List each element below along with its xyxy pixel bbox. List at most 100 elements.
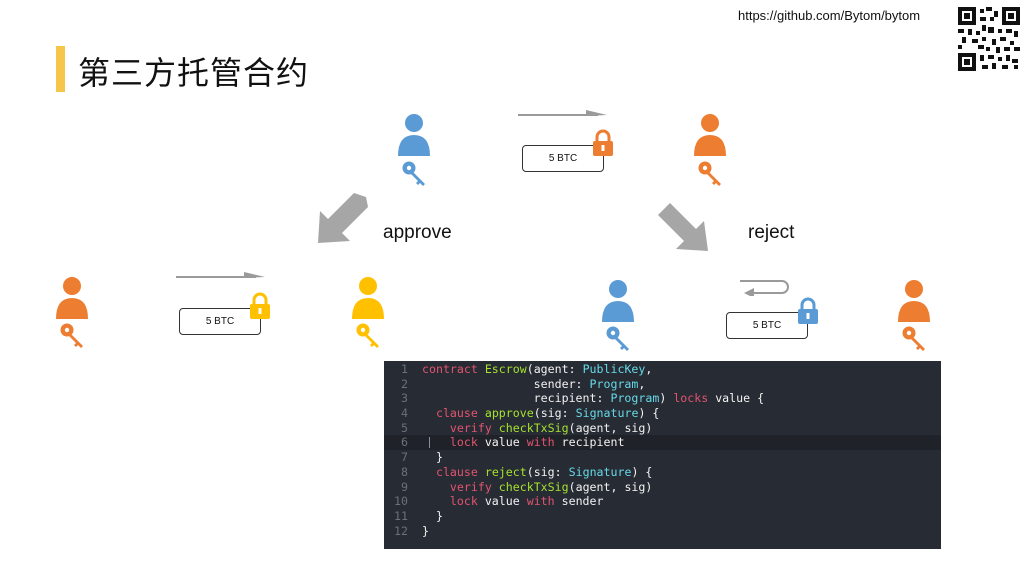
code-token: ,	[638, 376, 646, 391]
line-number: 5	[401, 420, 408, 435]
line-number: 2	[401, 376, 408, 391]
approve-btc-box: 5 BTC	[179, 308, 261, 335]
approve-label: approve	[383, 222, 452, 243]
code-token: clause	[435, 464, 485, 479]
code-token: lock	[449, 435, 478, 450]
code-token: ) {	[631, 464, 653, 479]
approve-transfer-arrow	[176, 272, 265, 278]
code-line: 10 lock value with sender	[384, 494, 941, 509]
code-token: value	[477, 494, 527, 509]
code-token: Program	[610, 391, 660, 406]
code-token: checkTxSig	[498, 479, 569, 494]
code-token: (agent:	[526, 362, 583, 376]
code-line: 5 verify checkTxSig(agent, sig)	[384, 421, 941, 436]
top-btc-box: 5 BTC	[522, 145, 604, 172]
approve-lock-icon	[250, 292, 270, 319]
line-number: 10	[394, 494, 408, 509]
line-number: 9	[401, 479, 408, 494]
code-token: Signature	[575, 406, 639, 421]
reject-btc-box: 5 BTC	[726, 312, 808, 339]
reject-agent-key-icon	[902, 326, 925, 351]
reject-lock-icon	[798, 297, 818, 324]
approve-agent-person-icon	[56, 277, 88, 319]
code-token	[422, 480, 450, 494]
code-token: recipient:	[422, 391, 611, 406]
code-token: locks	[673, 391, 709, 406]
code-token	[422, 465, 436, 479]
title-accent-bar	[56, 46, 65, 92]
code-token: value {	[708, 391, 765, 406]
top-lock-icon	[593, 129, 613, 156]
code-line: 8 clause reject(sig: Signature) {	[384, 465, 941, 480]
code-token	[422, 421, 450, 435]
line-number: 1	[401, 362, 408, 376]
code-token: reject	[484, 464, 527, 479]
sender-person-icon	[398, 114, 430, 156]
code-token: checkTxSig	[498, 420, 569, 435]
reject-agent-person-icon	[898, 280, 930, 322]
code-line: 3 recipient: Program) locks value {	[384, 391, 941, 406]
code-token: (agent, sig)	[568, 420, 653, 435]
code-line: 11 }	[384, 509, 941, 524]
line-number: 7	[401, 450, 408, 465]
code-token: (agent, sig)	[568, 479, 653, 494]
repo-url[interactable]: https://github.com/Bytom/bytom	[738, 8, 921, 23]
approve-agent-key-icon	[60, 323, 83, 348]
code-token: )	[659, 391, 674, 406]
code-token: sender:	[422, 376, 590, 391]
recipient-key-icon	[356, 323, 379, 348]
code-token: sender	[554, 494, 604, 509]
line-number: 11	[394, 508, 408, 523]
code-token: lock	[449, 494, 478, 509]
text-cursor	[429, 437, 430, 449]
code-line: 4 clause approve(sig: Signature) {	[384, 406, 941, 421]
code-token	[422, 406, 436, 420]
top-transfer-arrow	[518, 110, 607, 116]
reject-label: reject	[748, 222, 795, 243]
code-token: ,	[645, 362, 653, 376]
line-number: 8	[401, 464, 408, 479]
code-token: Escrow	[484, 362, 527, 376]
code-token: approve	[484, 406, 534, 421]
code-token: verify	[449, 420, 499, 435]
code-token: ) {	[638, 406, 660, 421]
code-token: (sig:	[533, 406, 576, 421]
line-number: 3	[401, 391, 408, 406]
slide-title: 第三方托管合约	[78, 54, 310, 92]
code-token: clause	[435, 406, 485, 421]
approve-arrow-icon	[318, 193, 368, 243]
code-line: 12}	[384, 524, 941, 539]
code-token: verify	[449, 479, 499, 494]
reject-sender-key-icon	[606, 326, 629, 351]
code-line: 1 contract Escrow(agent: PublicKey,	[384, 362, 941, 377]
qr-code-icon	[958, 7, 1020, 71]
code-token: with	[526, 435, 555, 450]
code-token: }	[422, 523, 429, 538]
code-line: 7 }	[384, 450, 941, 465]
reject-arrow-icon	[658, 203, 708, 251]
line-number: 12	[394, 523, 408, 538]
code-token: }	[422, 450, 443, 465]
code-token: (sig:	[526, 464, 569, 479]
code-token: contract	[422, 362, 485, 376]
sender-key-icon	[402, 161, 425, 186]
code-token: Program	[589, 376, 639, 391]
code-token: value	[477, 435, 527, 450]
line-number: 6	[401, 435, 408, 450]
code-token: recipient	[554, 435, 625, 450]
code-line: 2 sender: Program,	[384, 377, 941, 392]
code-line: 9 verify checkTxSig(agent, sig)	[384, 480, 941, 495]
line-number: 4	[401, 406, 408, 421]
code-line: 6 lock value with recipient	[384, 435, 941, 451]
code-token: }	[422, 508, 443, 523]
agent-person-icon	[694, 114, 726, 156]
reject-sender-person-icon	[602, 280, 634, 322]
code-token: PublicKey	[582, 362, 646, 376]
code-token	[422, 494, 450, 508]
reject-return-arrow	[740, 280, 789, 296]
recipient-person-icon	[352, 277, 384, 319]
code-token	[422, 435, 450, 449]
code-token: with	[526, 494, 555, 509]
code-token: Signature	[568, 464, 632, 479]
